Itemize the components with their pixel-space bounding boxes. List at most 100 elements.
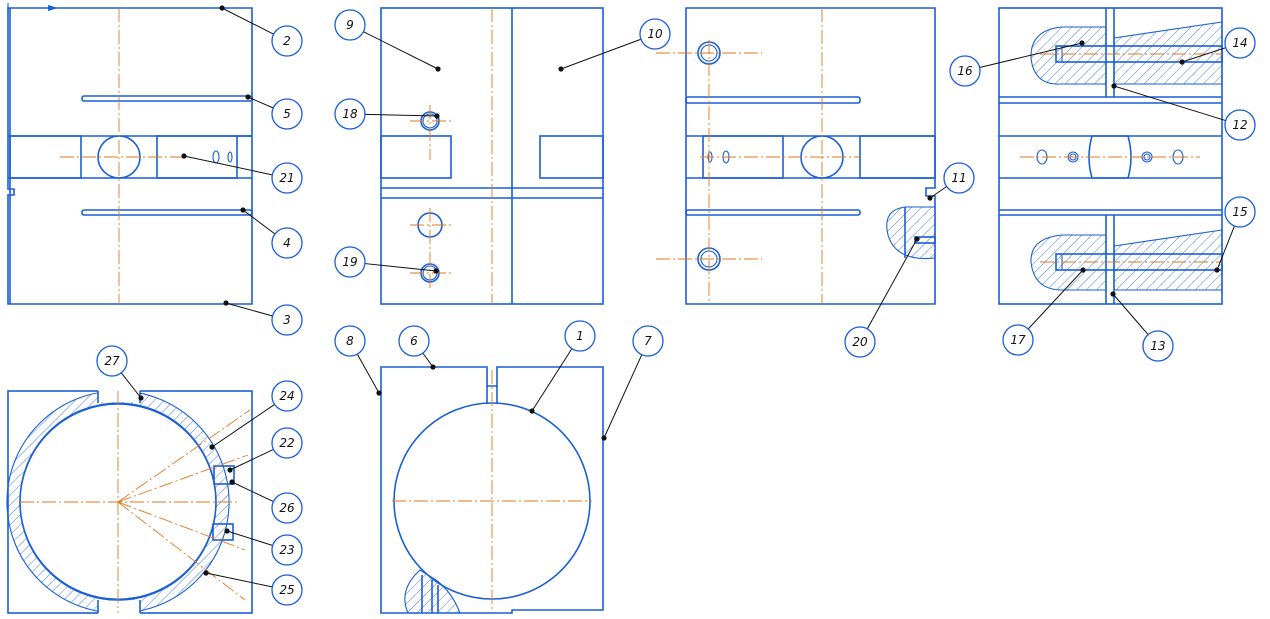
callout-bubble [271,25,303,57]
callout-11: 11 [927,162,975,201]
callout-23: 23 [224,528,303,566]
callout-number: 8 [346,334,354,348]
leader-dot [181,153,187,159]
callout-bubble [271,98,303,130]
callout-number: 5 [283,107,291,121]
leader-line [1027,269,1084,330]
callout-bubble [639,18,671,50]
callout-bubble [1224,196,1256,228]
callout-bubble [949,55,981,87]
callout-bubble [271,574,303,606]
callout-17: 17 [1002,267,1086,356]
callout-bubble [1002,324,1034,356]
leader-dot [435,66,441,72]
callout-bubble [334,98,366,130]
callout-number: 1 [576,329,584,343]
callout-bubble [1224,109,1256,141]
callout-24: 24 [209,380,303,450]
leader-dot [240,207,246,213]
leader-line [363,31,439,70]
callout-number: 18 [342,107,358,121]
origin-marker-icon [7,3,58,11]
callout-number: 25 [279,583,294,597]
leader-line [364,113,438,117]
leader-line [1216,225,1235,271]
callout-bubble [271,380,303,412]
leader-dot [138,395,144,401]
leader-line [1113,85,1226,122]
view-block-front [7,7,253,305]
callout-number: 10 [647,27,663,41]
leader-dot [1080,267,1086,273]
leader-dot [1079,40,1085,46]
callout-25: 25 [203,570,303,606]
callout-bubble [1224,27,1256,59]
callout-bubble [271,162,303,194]
callout-12: 12 [1111,83,1256,141]
callout-26: 26 [229,479,303,524]
callout-27: 27 [96,345,144,401]
callout-number: 16 [957,64,973,78]
callout-number: 21 [279,171,294,185]
leader-line [205,572,273,588]
callout-number: 20 [852,335,868,349]
leader-line [531,348,573,412]
leader-dot [229,479,235,485]
leader-dot [601,435,607,441]
callout-number: 17 [1010,333,1026,347]
callout-number: 9 [346,18,354,32]
leader-line [225,302,273,317]
callout-13: 13 [1110,291,1174,362]
leader-dot [209,444,215,450]
callout-bubble [844,326,876,358]
callout-bubble [271,534,303,566]
leader-dot [227,467,233,473]
leader-line [560,38,642,70]
callout-16: 16 [949,40,1085,87]
leader-dot [434,113,440,119]
callout-number: 14 [1232,36,1247,50]
leader-dot [223,300,229,306]
callout-number: 19 [342,255,357,269]
leader-dot [224,528,230,534]
callout-bubble [271,427,303,459]
leader-dot [927,195,933,201]
callout-bubble [334,325,366,357]
callout-21: 21 [181,153,303,194]
leader-dot [219,5,225,11]
leader-dot [245,94,251,100]
callout-5: 5 [245,94,303,130]
leader-line [356,353,380,394]
callout-bubble [271,304,303,336]
leader-line [211,404,275,448]
callout-3: 3 [223,300,303,336]
leader-line [1112,293,1149,335]
callout-1: 1 [529,320,596,414]
callout-15: 15 [1214,196,1256,273]
callout-19: 19 [334,246,439,278]
leader-dot [529,408,535,414]
leader-line [1181,47,1226,63]
leader-dot [1111,83,1117,89]
view-block-section [998,7,1223,305]
leader-dot [203,570,209,576]
callout-4: 4 [240,207,303,259]
leader-dot [914,236,920,242]
callout-bubble [271,492,303,524]
callout-number: 22 [279,436,294,450]
callout-bubble [96,345,128,377]
callout-number: 26 [279,501,295,515]
callout-number: 4 [283,236,291,250]
callout-number: 2 [283,34,291,48]
view-block-rear [656,7,936,305]
leader-line [242,209,276,235]
callout-22: 22 [227,427,303,473]
callout-10: 10 [558,18,671,72]
leader-dot [1110,291,1116,297]
callout-number: 24 [279,389,294,403]
callout-18: 18 [334,98,440,130]
callout-7: 7 [601,325,664,441]
callout-number: 6 [410,334,418,348]
callout-2: 2 [219,5,303,57]
